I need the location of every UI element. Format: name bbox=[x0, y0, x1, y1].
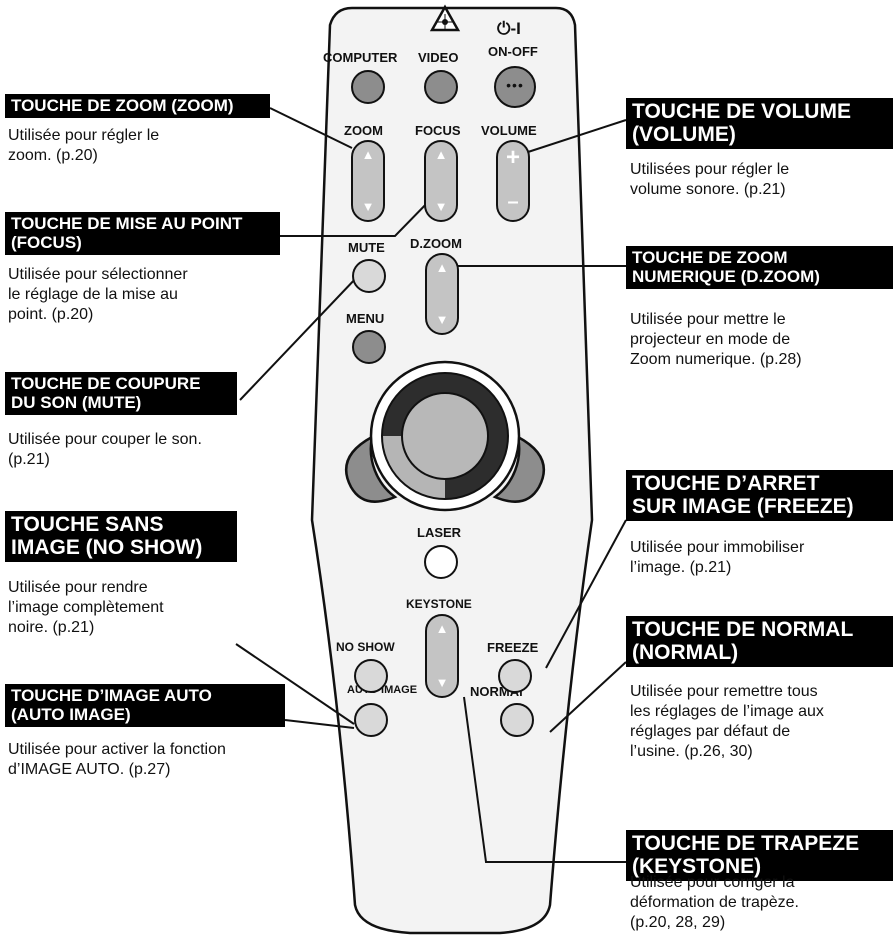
zoom-up-arrow-icon: ▲ bbox=[353, 148, 383, 162]
d-zoom-callout-desc: Utilisée pour mettre le projecteur en mo… bbox=[630, 310, 802, 370]
auto-image-callout-desc: Utilisée pour activer la fonction d’IMAG… bbox=[8, 740, 226, 780]
computer-label: COMPUTER bbox=[323, 50, 397, 65]
d-zoom-label: D.ZOOM bbox=[410, 236, 462, 251]
freeze-callout-title: TOUCHE D’ARRET SUR IMAGE (FREEZE) bbox=[626, 470, 893, 521]
no-show-button[interactable] bbox=[354, 659, 388, 693]
no-show-callout-desc: Utilisée pour rendre l’image complètemen… bbox=[8, 578, 164, 638]
focus-down-arrow-icon: ▼ bbox=[426, 200, 456, 214]
volume-label: VOLUME bbox=[481, 123, 537, 138]
on-off-button[interactable]: ••• bbox=[494, 66, 536, 108]
video-button[interactable] bbox=[424, 70, 458, 104]
pad-center bbox=[402, 393, 488, 479]
zoom-callout-title: TOUCHE DE ZOOM (ZOOM) bbox=[5, 94, 270, 118]
d-zoom-up-arrow-icon: ▲ bbox=[427, 261, 457, 275]
focus-label: FOCUS bbox=[415, 123, 461, 138]
freeze-button[interactable] bbox=[498, 659, 532, 693]
mute-label: MUTE bbox=[348, 240, 385, 255]
volume-plus-icon: + bbox=[498, 144, 528, 172]
volume-callout-title: TOUCHE DE VOLUME (VOLUME) bbox=[626, 98, 893, 149]
focus-callout-desc: Utilisée pour sélectionner le réglage de… bbox=[8, 265, 188, 325]
menu-button[interactable] bbox=[352, 330, 386, 364]
zoom-callout-desc: Utilisée pour régler le zoom. (p.20) bbox=[8, 126, 159, 166]
volume-rocker-button[interactable]: + – bbox=[496, 140, 530, 222]
normal-callout-title: TOUCHE DE NORMAL (NORMAL) bbox=[626, 616, 893, 667]
no-show-callout-title: TOUCHE SANS IMAGE (NO SHOW) bbox=[5, 511, 237, 562]
normal-callout-desc: Utilisée pour remettre tous les réglages… bbox=[630, 682, 824, 762]
freeze-callout-desc: Utilisée pour immobiliser l’image. (p.21… bbox=[630, 538, 804, 578]
on-off-dots-icon: ••• bbox=[496, 77, 534, 93]
keystone-up-arrow-icon: ▲ bbox=[427, 622, 457, 636]
keystone-label: KEYSTONE bbox=[406, 597, 472, 611]
mute-button[interactable] bbox=[352, 259, 386, 293]
on-off-label: ON-OFF bbox=[488, 44, 538, 59]
d-zoom-callout-title: TOUCHE DE ZOOM NUMERIQUE (D.ZOOM) bbox=[626, 246, 893, 289]
keystone-callout-desc: Utilisée pour corriger la déformation de… bbox=[630, 873, 799, 933]
zoom-down-arrow-icon: ▼ bbox=[353, 200, 383, 214]
d-zoom-rocker-button[interactable]: ▲ ▼ bbox=[425, 253, 459, 335]
computer-button[interactable] bbox=[351, 70, 385, 104]
d-zoom-down-arrow-icon: ▼ bbox=[427, 313, 457, 327]
power-icon: ⏻-I bbox=[497, 19, 521, 39]
zoom-rocker-button[interactable]: ▲ ▼ bbox=[351, 140, 385, 222]
focus-up-arrow-icon: ▲ bbox=[426, 148, 456, 162]
mute-callout-desc: Utilisée pour couper le son. (p.21) bbox=[8, 430, 202, 470]
video-label: VIDEO bbox=[418, 50, 458, 65]
auto-image-button[interactable] bbox=[354, 703, 388, 737]
keystone-rocker-button[interactable]: ▲ ▼ bbox=[425, 614, 459, 698]
freeze-label: FREEZE bbox=[487, 640, 538, 655]
normal-button[interactable] bbox=[500, 703, 534, 737]
no-show-label: NO SHOW bbox=[336, 640, 395, 654]
focus-callout-title: TOUCHE DE MISE AU POINT (FOCUS) bbox=[5, 212, 280, 255]
zoom-label: ZOOM bbox=[344, 123, 383, 138]
laser-label: LASER bbox=[417, 525, 461, 540]
keystone-down-arrow-icon: ▼ bbox=[427, 676, 457, 690]
volume-minus-icon: – bbox=[498, 191, 528, 214]
menu-label: MENU bbox=[346, 311, 384, 326]
focus-rocker-button[interactable]: ▲ ▼ bbox=[424, 140, 458, 222]
volume-callout-desc: Utilisées pour régler le volume sonore. … bbox=[630, 160, 789, 200]
auto-image-callout-title: TOUCHE D’IMAGE AUTO (AUTO IMAGE) bbox=[5, 684, 285, 727]
laser-button[interactable] bbox=[424, 545, 458, 579]
mute-callout-title: TOUCHE DE COUPURE DU SON (MUTE) bbox=[5, 372, 237, 415]
